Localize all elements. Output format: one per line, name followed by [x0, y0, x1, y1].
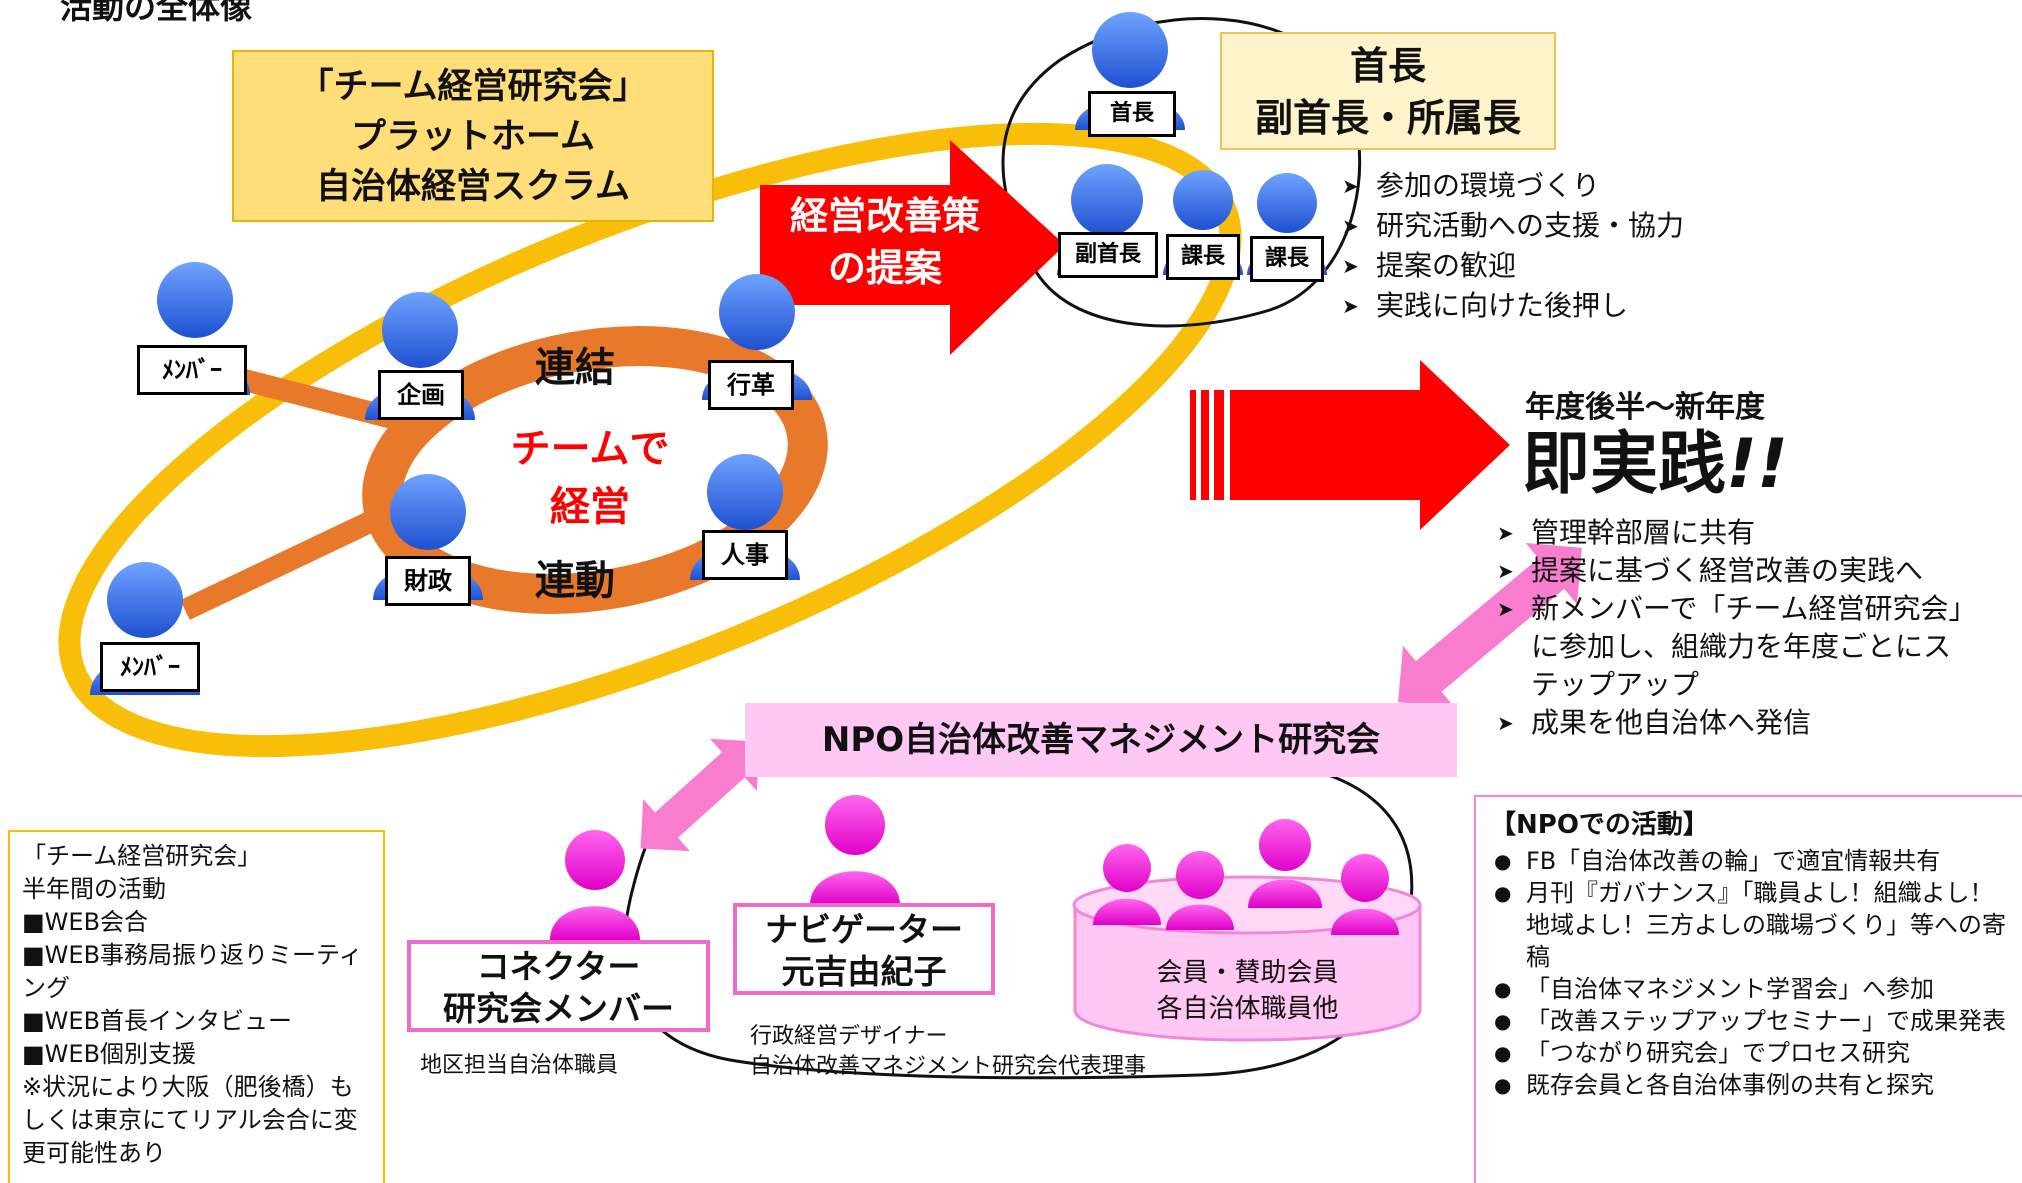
person-group: [1093, 819, 1399, 935]
practice-item: 提案に基づく経営改善の実践へ: [1495, 552, 1995, 590]
half-year-item: ■WEB個別支援: [22, 1040, 197, 1068]
practice-item: 新メンバーで「チーム経営研究会」に参加し、組織力を年度ごとにステップアップ: [1495, 590, 1971, 704]
members-label: 会員・賛助会員 各自治体職員他: [1080, 955, 1415, 1027]
support-item: 提案の歓迎: [1340, 246, 1684, 286]
practice-item: 成果を他自治体へ発信: [1495, 704, 1995, 742]
leaders-line1: 首長: [1349, 44, 1426, 88]
half-year-heading1: 「チーム経営研究会」: [22, 842, 262, 870]
npo-activities-list: FB「自治体改善の輪」で適宜情報共有 月刊『ガバナンス』「職員よし！組織よし！地…: [1490, 845, 2012, 1101]
label-chief-a: 課長: [1166, 234, 1240, 280]
platform-box: 「チーム経営研究会」 プラットホーム 自治体経営スクラム: [232, 50, 714, 222]
support-item: 参加の環境づくり: [1340, 166, 1684, 206]
practice-item: 管理幹部層に共有: [1495, 514, 1995, 552]
platform-line1: 「チーム経営研究会」: [298, 67, 648, 107]
npo-activity-item: 「改善ステップアップセミナー」で成果発表: [1490, 1005, 2012, 1037]
proposal-line1: 経営改善策: [789, 194, 980, 238]
ring-top-label: 連結: [535, 345, 615, 391]
pink-double-arrow-left: [640, 738, 760, 852]
navigator-line2: 元吉由紀子: [781, 952, 947, 991]
connector-line1: コネクター: [476, 947, 641, 986]
navigator-line1: ナビゲーター: [765, 910, 963, 949]
support-item: 実践に向けた後押し: [1340, 286, 1684, 326]
label-finance: 財政: [385, 556, 471, 606]
practice-title-emph: !!: [1726, 425, 1789, 504]
label-mayor: 首長: [1088, 91, 1176, 137]
label-vice: 副首長: [1058, 232, 1158, 278]
npo-activities-box: 【NPOでの活動】 FB「自治体改善の輪」で適宜情報共有 月刊『ガバナンス』「職…: [1474, 795, 2022, 1183]
practice-title-text: 即実践: [1522, 425, 1727, 504]
platform-line3: 自治体経営スクラム: [316, 167, 630, 207]
navigator-caption2: 自治体改善マネジメント研究会代表理事: [750, 1054, 1147, 1079]
platform-line2: プラットホーム: [351, 117, 595, 157]
npo-activity-item: 既存会員と各自治体事例の共有と探究: [1490, 1069, 2012, 1101]
label-member-a: ﾒﾝﾊﾞｰ: [137, 345, 247, 395]
proposal-arrow: [760, 140, 1065, 355]
connector-box: コネクター 研究会メンバー: [407, 940, 710, 1032]
connector-caption: 地区担当自治体職員: [420, 1053, 619, 1078]
person-navigator: [810, 795, 900, 905]
page-title: 活動の全体像: [60, 0, 253, 26]
connector-line2: 研究会メンバー: [443, 989, 674, 1028]
practice-title: 即実践!!: [1522, 425, 1788, 505]
members-cylinder: [1072, 875, 1422, 1042]
navigator-caption1: 行政経営デザイナー: [750, 1024, 948, 1049]
members-line2: 各自治体職員他: [1156, 994, 1339, 1024]
leaders-box: 首長 副首長・所属長: [1220, 32, 1556, 150]
proposal-label: 経営改善策 の提案: [765, 190, 1005, 294]
ring-center-line1: チームで: [510, 426, 670, 472]
npo-activity-item: 「自治体マネジメント学習会」へ参加: [1490, 973, 2012, 1005]
practice-arrow: [1190, 360, 1510, 530]
half-year-heading2: 半年間の活動: [22, 875, 166, 903]
members-line1: 会員・賛助会員: [1156, 958, 1339, 988]
link-member-b: [180, 500, 400, 620]
half-year-box: 「チーム経営研究会」 半年間の活動 ■WEB会合 ■WEB事務局振り返りミーティ…: [8, 830, 385, 1183]
navigator-caption: 行政経営デザイナー 自治体改善マネジメント研究会代表理事: [750, 1022, 1146, 1082]
ring-center-label: チームで 経営: [480, 420, 700, 536]
navigator-box: ナビゲーター 元吉由紀子: [733, 903, 995, 995]
ring-center-line2: 経営: [550, 484, 630, 530]
support-item: 研究活動への支援・協力: [1340, 206, 1684, 246]
npo-title: NPO自治体改善マネジメント研究会: [745, 703, 1457, 777]
npo-activities-heading: 【NPOでの活動】: [1490, 810, 1709, 840]
proposal-line2: の提案: [827, 246, 942, 290]
label-planning: 企画: [378, 370, 464, 420]
npo-activity-item: 月刊『ガバナンス』「職員よし！組織よし！地域よし！三方よしの職場づくり」等への寄…: [1490, 877, 2012, 973]
leaders-line2: 副首長・所属長: [1254, 96, 1521, 140]
label-member-b: ﾒﾝﾊﾞｰ: [100, 642, 200, 692]
label-reform: 行革: [708, 360, 794, 410]
npo-activity-item: FB「自治体改善の輪」で適宜情報共有: [1490, 845, 2012, 877]
practice-list: 管理幹部層に共有 提案に基づく経営改善の実践へ 新メンバーで「チーム経営研究会」…: [1495, 514, 1995, 742]
person-connector: [550, 830, 640, 940]
npo-activity-item: 「つながり研究会」でプロセス研究: [1490, 1037, 2012, 1069]
half-year-item: ■WEB首長インタビュー: [22, 1007, 293, 1035]
team-ring: [362, 326, 828, 614]
half-year-item: ■WEB事務局振り返りミーティング: [22, 941, 363, 1002]
half-year-item: ■WEB会合: [22, 908, 149, 936]
practice-subtitle: 年度後半～新年度: [1525, 390, 1765, 425]
ring-bottom-label: 連動: [535, 558, 615, 604]
label-personnel: 人事: [702, 530, 788, 580]
half-year-note: ※状況により大阪（肥後橋）もしくは東京にてリアル会合に変更可能性あり: [22, 1073, 358, 1167]
label-chief-b: 課長: [1250, 236, 1324, 282]
leader-support-list: 参加の環境づくり 研究活動への支援・協力 提案の歓迎 実践に向けた後押し: [1340, 166, 1684, 326]
